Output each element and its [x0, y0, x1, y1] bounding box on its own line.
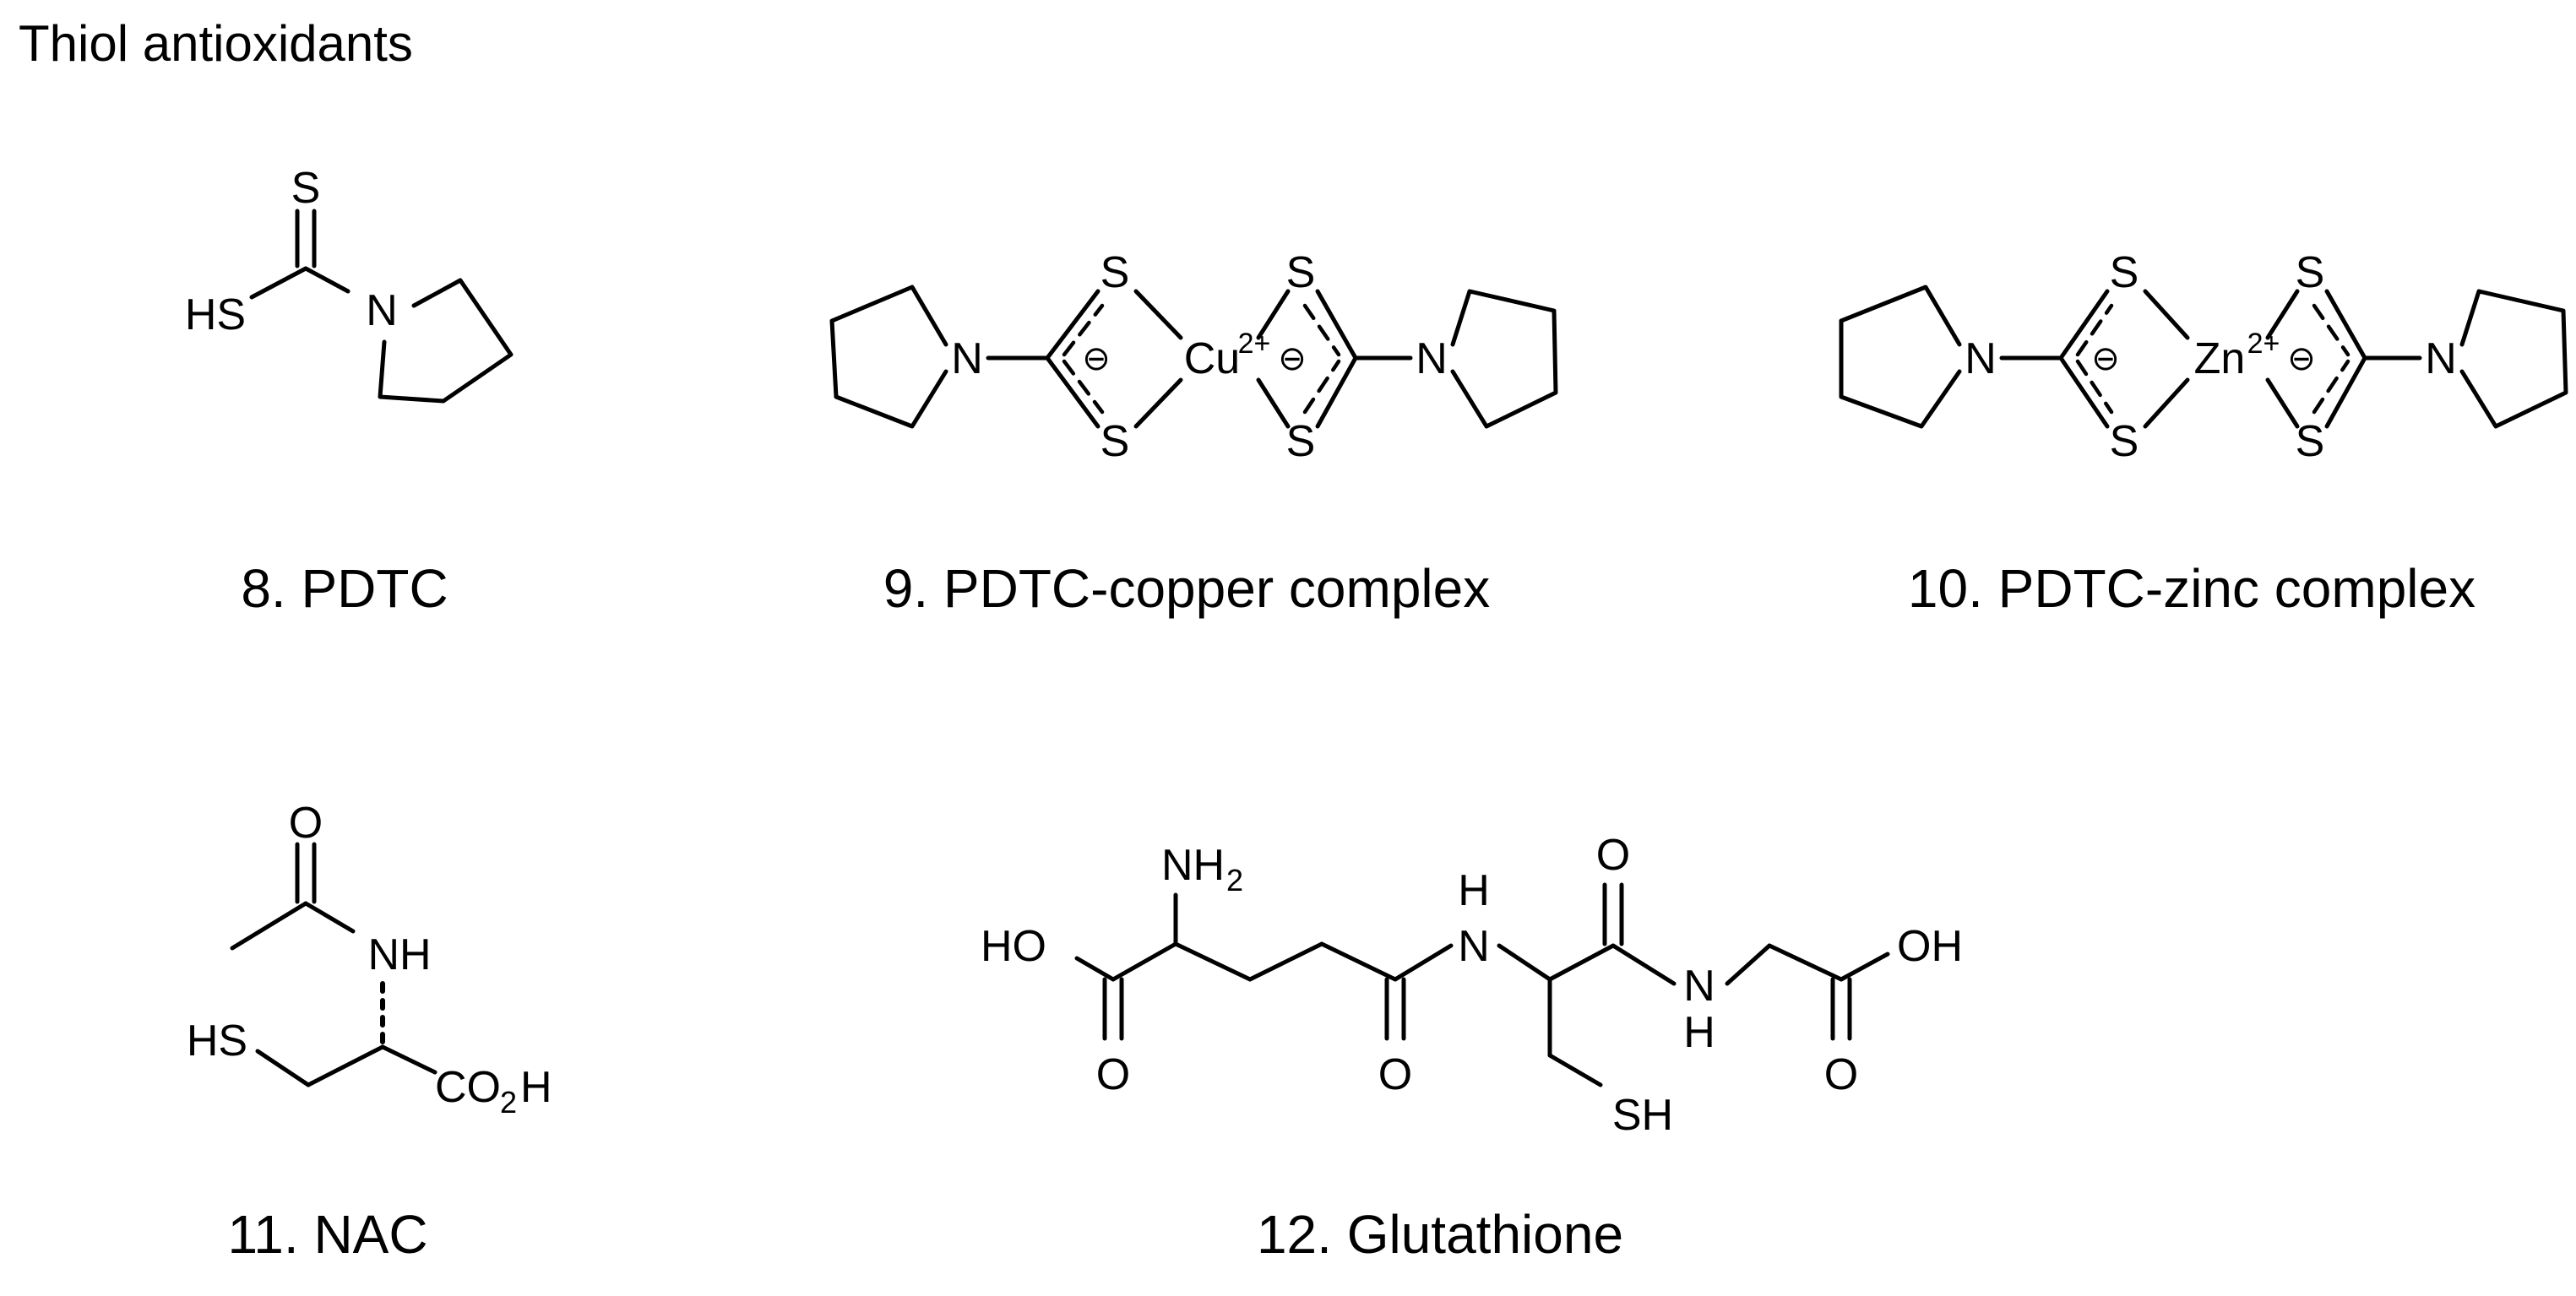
nac-hs: HS [187, 1017, 247, 1066]
cu-s-bottom-right: S [1286, 417, 1316, 466]
structure-pdtc: S HS N [185, 164, 514, 404]
zn-anion-left: ⊖ [2091, 340, 2120, 377]
cu-metal: Cu [1184, 334, 1240, 383]
structure-pdtc-zinc-complex: S S S S N N Zn 2+ ⊖ ⊖ [1839, 248, 2568, 466]
gsh-n-2: N [1683, 962, 1715, 1011]
zn-n-right: N [2425, 334, 2457, 383]
gsh-nh2-sub: 2 [1226, 863, 1243, 897]
zn-charge: 2+ [2247, 328, 2280, 360]
zn-s-top-left: S [2110, 248, 2139, 297]
pdtc-hs: HS [185, 290, 246, 339]
nac-nh: NH [367, 930, 431, 979]
nac-h: H [520, 1063, 552, 1112]
nac-o: O [289, 799, 323, 848]
nac-co: CO [435, 1063, 501, 1112]
structure-pdtc-copper-complex: S S S S N N Cu 2+ ⊖ ⊖ [829, 248, 1558, 466]
gsh-o-3: O [1596, 831, 1630, 880]
zn-metal: Zn [2194, 334, 2246, 383]
gsh-n-1: N [1458, 922, 1490, 971]
zn-anion-right: ⊖ [2287, 340, 2316, 377]
cu-n-right: N [1416, 334, 1448, 383]
caption-nac: 11. NAC [227, 1204, 428, 1265]
gsh-ho: HO [981, 922, 1046, 971]
cu-s-top-right: S [1286, 248, 1316, 297]
zn-n-left: N [1965, 334, 1997, 383]
zn-s-bottom-right: S [2296, 417, 2325, 466]
cu-s-bottom-left: S [1101, 417, 1130, 466]
gsh-h-top: H [1458, 866, 1490, 915]
structure-nac: O NH HS CO 2 H [187, 799, 552, 1120]
gsh-o-2: O [1378, 1050, 1412, 1099]
pdtc-n: N [366, 286, 398, 335]
gsh-h-bottom: H [1683, 1008, 1715, 1057]
caption-pdtc-copper-complex: 9. PDTC-copper complex [883, 558, 1491, 619]
caption-pdtc: 8. PDTC [241, 558, 448, 619]
zn-s-bottom-left: S [2110, 417, 2139, 466]
cu-anion-right: ⊖ [1278, 340, 1307, 377]
pdtc-s-thione: S [291, 164, 321, 213]
cu-anion-left: ⊖ [1082, 340, 1111, 377]
cu-charge: 2+ [1238, 328, 1271, 360]
cu-n-left: N [951, 334, 983, 383]
gsh-nh: NH [1161, 841, 1225, 890]
zn-s-top-right: S [2296, 248, 2325, 297]
figure-title: Thiol antioxidants [19, 15, 413, 72]
caption-pdtc-zinc-complex: 10. PDTC-zinc complex [1907, 558, 2476, 619]
gsh-o-4: O [1824, 1050, 1858, 1099]
cu-s-top-left: S [1101, 248, 1130, 297]
gsh-sh: SH [1612, 1091, 1673, 1140]
caption-glutathione: 12. Glutathione [1256, 1204, 1624, 1265]
nac-sub2: 2 [500, 1085, 517, 1120]
gsh-oh: OH [1897, 922, 1963, 971]
gsh-o-1: O [1096, 1050, 1130, 1099]
structure-glutathione: NH 2 HO O O H N O N H OH O SH [981, 831, 1963, 1140]
